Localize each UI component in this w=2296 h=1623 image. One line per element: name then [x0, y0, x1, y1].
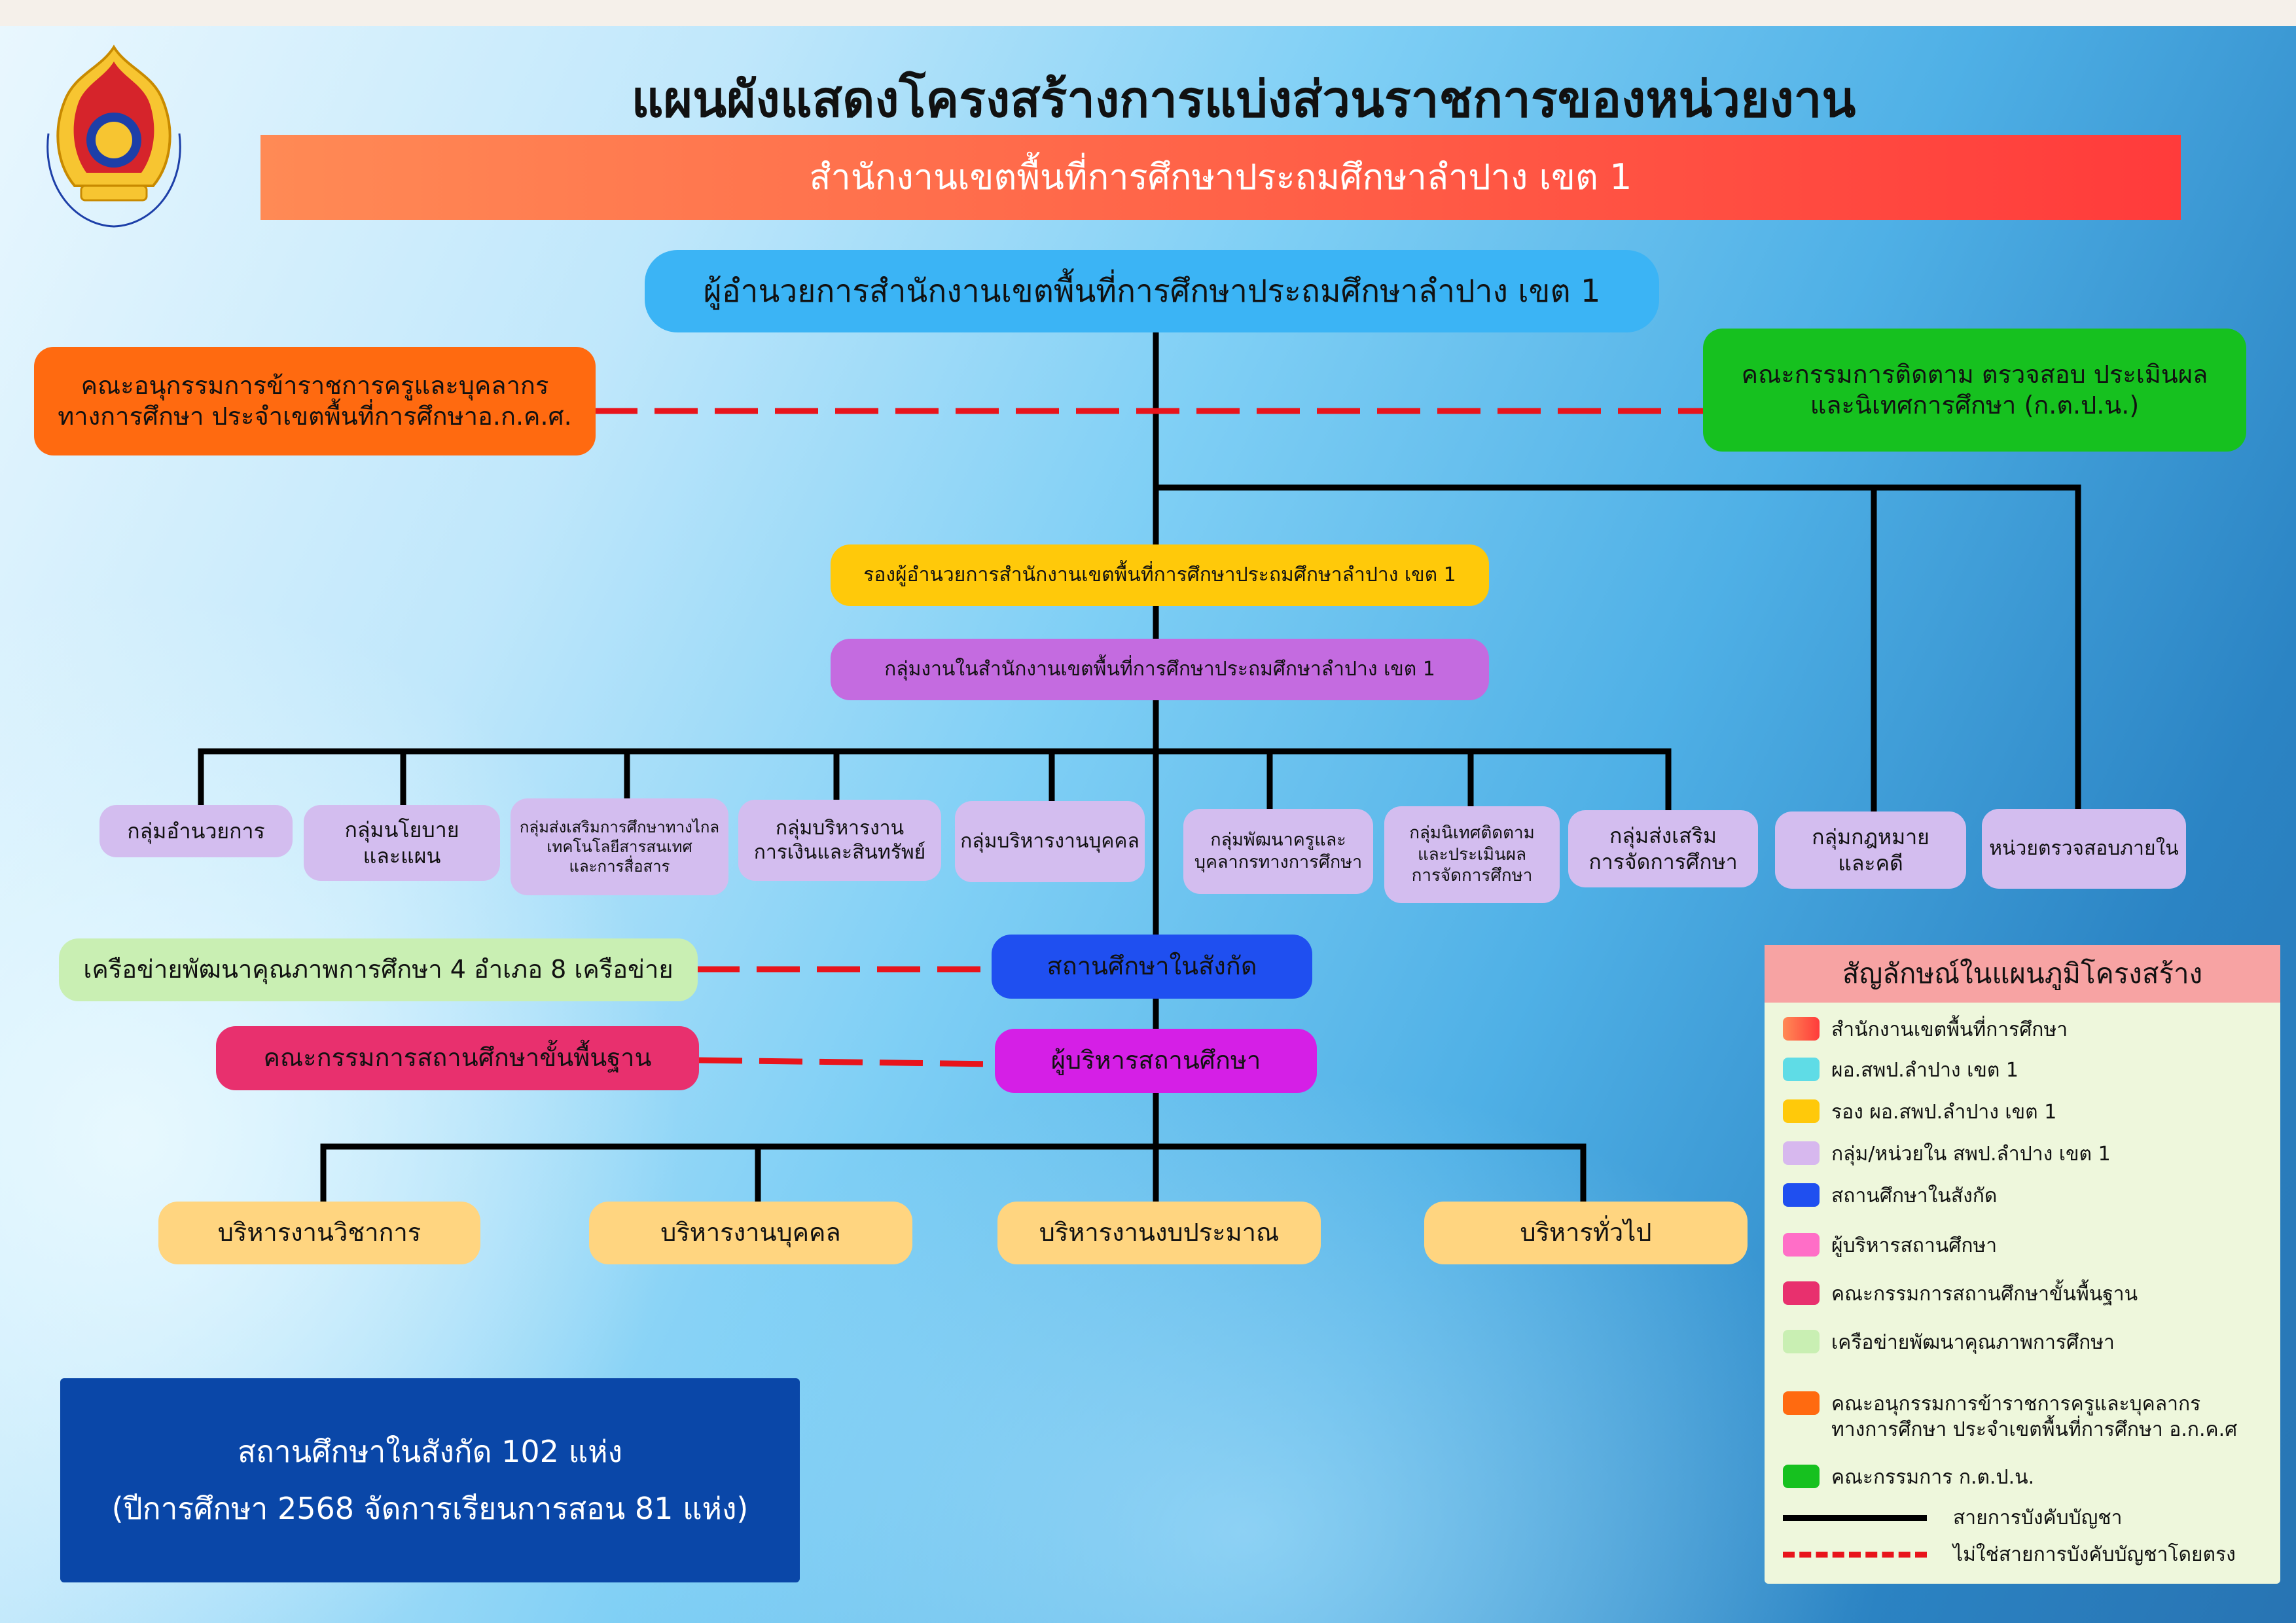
admin-area-box-2: บริหารงานบุคคล: [589, 1202, 912, 1264]
legend-swatch: [1783, 1017, 1820, 1041]
left-committee-box: คณะอนุกรรมการข้าราชการครูและบุคลากร ทางก…: [34, 347, 596, 455]
group-box-2: กลุ่มนโยบาย และแผน: [304, 805, 500, 881]
legend-swatch: [1783, 1233, 1820, 1257]
legend-label: ผู้บริหารสถานศึกษา: [1831, 1234, 1998, 1257]
solid-lines: [198, 327, 2081, 1207]
dash-line-basic-committee: [698, 1057, 997, 1067]
legend-item: เครือข่ายพัฒนาคุณภาพการศึกษา: [1783, 1330, 2115, 1355]
legend-swatch: [1783, 1281, 1820, 1305]
admin-area-box-1: บริหารงานวิชาการ: [158, 1202, 480, 1264]
legend-swatch: [1783, 1183, 1820, 1207]
dashed-line-sample: [1783, 1552, 1927, 1558]
group-box-3: กลุ่มส่งเสริมการศึกษาทางไกล เทคโนโลยีสาร…: [511, 798, 728, 895]
group-box-10: หน่วยตรวจสอบภายใน: [1982, 809, 2186, 889]
admin-area-box-4: บริหารทั่วไป: [1424, 1202, 1748, 1264]
legend-label: สำนักงานเขตพื้นที่การศึกษา: [1831, 1018, 2068, 1041]
logo: [29, 42, 199, 232]
dashed-lines: [594, 408, 1704, 1067]
group-box-5: กลุ่มบริหารงานบุคคล: [955, 801, 1145, 882]
legend-swatch: [1783, 1391, 1820, 1415]
solid-line-sample: [1783, 1515, 1927, 1521]
legend-swatch: [1783, 1141, 1820, 1165]
work-groups-box: กลุ่มงานในสำนักงานเขตพื้นที่การศึกษาประถ…: [831, 639, 1489, 700]
legend-item: คณะกรรมการ ก.ต.ป.น.: [1783, 1465, 2034, 1490]
legend-item: คณะอนุกรรมการข้าราชการครูและบุคลากร ทางก…: [1783, 1391, 2237, 1442]
legend-swatch: [1783, 1465, 1820, 1488]
group-box-1: กลุ่มอำนวยการ: [99, 805, 293, 857]
emblem-icon: [46, 45, 181, 228]
network-box: เครือข่ายพัฒนาคุณภาพการศึกษา 4 อำเภอ 8 เ…: [59, 938, 698, 1001]
group-box-9: กลุ่มกฎหมาย และคดี: [1775, 812, 1966, 889]
legend-item: สำนักงานเขตพื้นที่การศึกษา: [1783, 1017, 2068, 1043]
legend-item: สถานศึกษาในสังกัด: [1783, 1183, 1997, 1209]
legend-swatch: [1783, 1058, 1820, 1081]
school-admin-box: ผู้บริหารสถานศึกษา: [995, 1029, 1317, 1093]
legend-line-solid: สายการบังคับบัญชา: [1783, 1503, 2122, 1533]
legend-item: คณะกรรมการสถานศึกษาขั้นพื้นฐาน: [1783, 1281, 2138, 1307]
legend-label: คณะอนุกรรมการข้าราชการครูและบุคลากร ทางก…: [1831, 1393, 2238, 1441]
deputy-box: รองผู้อำนวยการสำนักงานเขตพื้นที่การศึกษา…: [831, 544, 1489, 606]
director-box: ผู้อำนวยการสำนักงานเขตพื้นที่การศึกษาประ…: [645, 250, 1659, 332]
legend-item: กลุ่ม/หน่วยใน สพป.ลำปาง เขต 1: [1783, 1141, 2111, 1167]
legend-line-dashed: ไม่ใช่สายการบังคับบัญชาโดยตรง: [1783, 1539, 2236, 1570]
admin-area-box-3: บริหารงานงบประมาณ: [997, 1202, 1321, 1264]
group-box-4: กลุ่มบริหารงาน การเงินและสินทรัพย์: [738, 800, 941, 881]
page-title: แผนผังแสดงโครงสร้างการแบ่งส่วนราชการของห…: [631, 70, 1856, 128]
basic-committee-box: คณะกรรมการสถานศึกษาขั้นพื้นฐาน: [216, 1026, 699, 1090]
legend-label: สายการบังคับบัญชา: [1953, 1507, 2123, 1529]
legend-item: ผู้บริหารสถานศึกษา: [1783, 1233, 1997, 1258]
legend-label: คณะกรรมการสถานศึกษาขั้นพื้นฐาน: [1831, 1283, 2138, 1306]
legend-label: ผอ.สพป.ลำปาง เขต 1: [1831, 1059, 2018, 1082]
legend-label: สถานศึกษาในสังกัด: [1831, 1185, 1998, 1207]
group-box-7: กลุ่มนิเทศติดตาม และประเมินผล การจัดการศ…: [1384, 806, 1560, 903]
right-committee-box: คณะกรรมการติดตาม ตรวจสอบ ประเมินผล และนิ…: [1703, 329, 2246, 452]
legend-label: รอง ผอ.สพป.ลำปาง เขต 1: [1831, 1101, 2057, 1124]
legend-label: ไม่ใช่สายการบังคับบัญชาโดยตรง: [1953, 1543, 2236, 1566]
legend-label: กลุ่ม/หน่วยใน สพป.ลำปาง เขต 1: [1831, 1143, 2111, 1166]
info-box: สถานศึกษาในสังกัด 102 แห่ง (ปีการศึกษา 2…: [60, 1378, 800, 1582]
legend-swatch: [1783, 1330, 1820, 1353]
legend-swatch: [1783, 1099, 1820, 1123]
legend-label: คณะกรรมการ ก.ต.ป.น.: [1831, 1466, 2035, 1489]
legend-title: สัญลักษณ์ในแผนภูมิโครงสร้าง: [1765, 945, 2280, 1003]
legend: สัญลักษณ์ในแผนภูมิโครงสร้าง สำนักงานเขตพ…: [1765, 945, 2280, 1584]
subtitle-banner: สำนักงานเขตพื้นที่การศึกษาประถมศึกษาลำปา…: [260, 135, 2181, 220]
legend-item: ผอ.สพป.ลำปาง เขต 1: [1783, 1058, 2018, 1083]
schools-box: สถานศึกษาในสังกัด: [992, 935, 1312, 999]
legend-label: เครือข่ายพัฒนาคุณภาพการศึกษา: [1831, 1331, 2115, 1354]
legend-item: รอง ผอ.สพป.ลำปาง เขต 1: [1783, 1099, 2056, 1125]
group-box-6: กลุ่มพัฒนาครูและ บุคลากรทางการศึกษา: [1183, 809, 1373, 894]
group-box-8: กลุ่มส่งเสริม การจัดการศึกษา: [1568, 810, 1758, 887]
